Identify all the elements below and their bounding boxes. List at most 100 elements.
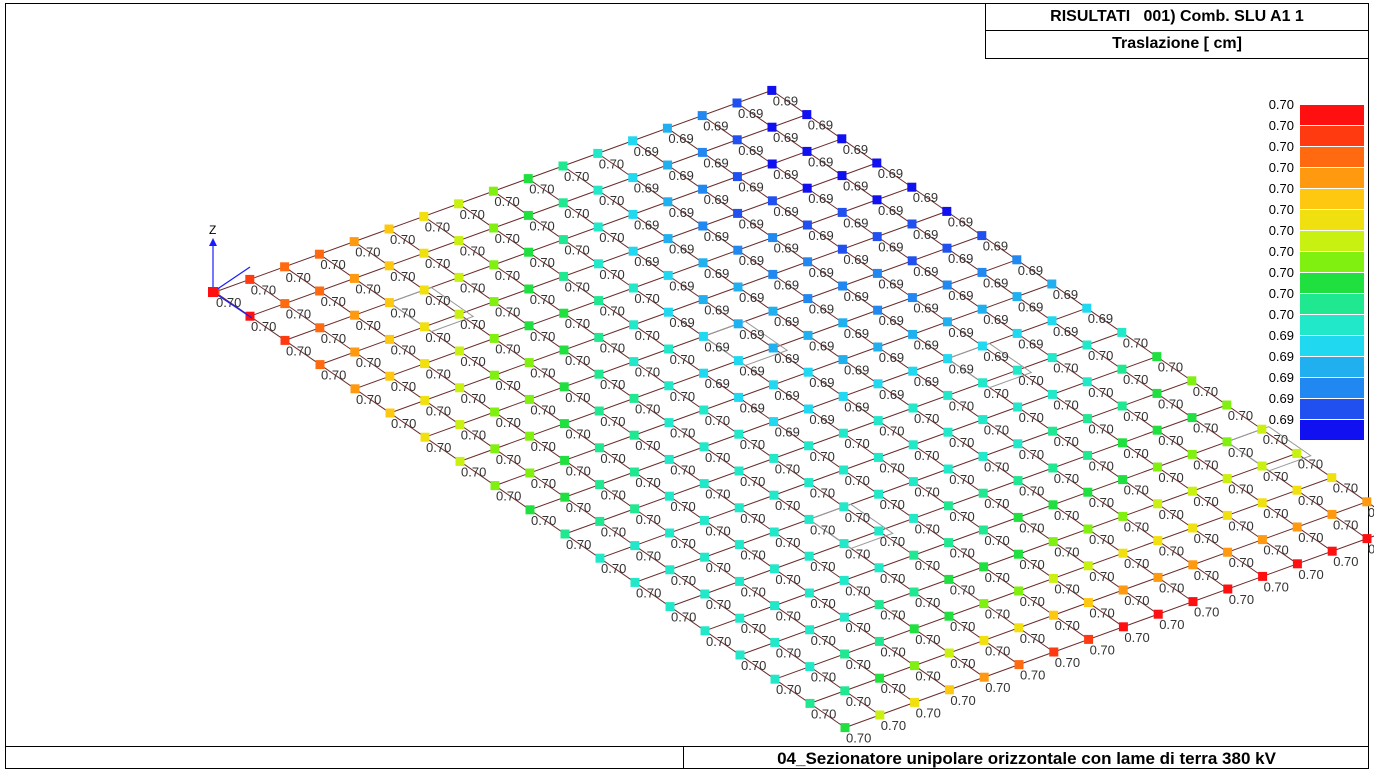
- node-value-label: 0.70: [600, 414, 625, 429]
- node-value-label: 0.70: [775, 498, 800, 513]
- node-value-label: 0.70: [425, 219, 450, 234]
- mesh-node: [629, 357, 639, 367]
- legend-swatch: [1300, 167, 1364, 188]
- node-value-label: 0.70: [601, 561, 626, 576]
- mesh-node: [1258, 571, 1268, 581]
- mesh-node: [663, 234, 673, 244]
- node-value-label: 0.70: [985, 680, 1010, 695]
- node-value-label: 0.70: [1124, 593, 1149, 608]
- mesh-node: [628, 173, 638, 183]
- mesh-node: [942, 280, 952, 290]
- mesh-node: [943, 390, 953, 400]
- mesh-node: [1012, 365, 1022, 375]
- mesh-node: [802, 110, 812, 120]
- node-value-label: 0.70: [984, 459, 1009, 474]
- mesh-node: [595, 516, 605, 526]
- node-value-label: 0.70: [881, 681, 906, 696]
- mesh-node: [733, 319, 743, 329]
- node-value-label: 0.70: [1124, 630, 1149, 645]
- node-value-label: 0.70: [705, 450, 730, 465]
- mesh-node: [1083, 450, 1093, 460]
- mesh-node: [1083, 561, 1093, 571]
- mesh-node: [769, 453, 779, 463]
- mesh-node: [1048, 573, 1058, 583]
- node-value-label: 0.69: [774, 314, 799, 329]
- node-value-label: 0.70: [461, 428, 486, 443]
- node-value-label: 0.69: [808, 191, 833, 206]
- node-value-label: 0.69: [948, 214, 973, 229]
- mesh-node: [489, 260, 499, 270]
- mesh-node: [840, 686, 850, 696]
- mesh-node: [489, 333, 499, 343]
- node-value-label: 0.70: [600, 304, 625, 319]
- legend-swatch: [1300, 335, 1364, 356]
- node-value-label: 0.70: [880, 571, 905, 586]
- legend-swatch: [1300, 251, 1364, 272]
- node-value-label: 0.70: [1263, 506, 1288, 521]
- node-value-label: 0.70: [984, 533, 1009, 548]
- node-value-label: 0.70: [495, 378, 520, 393]
- mesh-node: [943, 354, 953, 364]
- node-value-label: 0.70: [740, 511, 765, 526]
- node-value-label: 0.69: [634, 254, 659, 269]
- mesh-node: [732, 98, 742, 108]
- node-value-label: 0.70: [1020, 594, 1045, 609]
- result-title: RISULTATI 001) Comb. SLU A1 1: [985, 3, 1369, 31]
- node-value-label: 0.70: [1088, 348, 1113, 363]
- node-value-label: 0.70: [775, 461, 800, 476]
- mesh-node: [1047, 316, 1057, 326]
- node-value-label: 0.70: [529, 218, 554, 233]
- mesh-node: [838, 391, 848, 401]
- node-value-label: 0.70: [670, 462, 695, 477]
- origin-node: [208, 287, 218, 297]
- node-value-label: 0.70: [599, 230, 624, 245]
- node-value-label: 0.70: [1298, 530, 1323, 545]
- mesh-node: [700, 552, 710, 562]
- node-value-label: 0.70: [391, 416, 416, 431]
- mesh-node: [769, 527, 779, 537]
- node-value-label: 0.70: [1194, 531, 1219, 546]
- mesh-node: [872, 158, 882, 168]
- node-value-label: 0.70: [636, 585, 661, 600]
- legend-label: 0.70: [1268, 181, 1294, 196]
- node-value-label: 0.70: [1124, 519, 1149, 534]
- mesh-node: [944, 538, 954, 548]
- mesh-node: [1152, 388, 1162, 398]
- y-axis: [212, 266, 251, 293]
- node-value-label: 0.70: [635, 328, 660, 343]
- mesh-node: [1117, 364, 1127, 374]
- mesh-node: [663, 270, 673, 280]
- node-value-label: 0.69: [739, 290, 764, 305]
- legend-label: 0.70: [1268, 244, 1294, 259]
- node-value-label: 0.69: [809, 302, 834, 317]
- legend-label: 0.70: [1268, 160, 1294, 175]
- mesh-node: [1013, 402, 1023, 412]
- mesh-node: [280, 299, 290, 309]
- mesh-node: [1012, 292, 1022, 302]
- mesh-node: [454, 309, 464, 319]
- mesh-node: [665, 602, 675, 612]
- mesh-node: [628, 283, 638, 293]
- mesh-node: [909, 587, 919, 597]
- mesh-node: [1013, 439, 1023, 449]
- node-value-label: 0.69: [808, 154, 833, 169]
- legend-label: 0.69: [1268, 391, 1294, 406]
- node-value-label: 0.70: [1193, 494, 1218, 509]
- node-value-label: 0.70: [1158, 470, 1183, 485]
- node-value-label: 0.69: [775, 425, 800, 440]
- legend-label: 0.70: [1268, 307, 1294, 322]
- node-value-label: 0.70: [1229, 555, 1254, 570]
- mesh-node: [1292, 522, 1302, 532]
- mesh-node: [1013, 549, 1023, 559]
- mesh-node: [488, 186, 498, 196]
- mesh-node: [315, 360, 325, 370]
- mesh-node: [384, 224, 394, 234]
- mesh-node: [665, 528, 675, 538]
- node-value-label: 0.70: [846, 731, 871, 746]
- mesh-node: [697, 147, 707, 157]
- node-value-label: 0.70: [811, 706, 836, 721]
- node-value-label: 0.70: [1263, 543, 1288, 558]
- node-value-label: 0.69: [738, 106, 763, 121]
- node-value-label: 0.70: [565, 390, 590, 405]
- mesh-node: [664, 381, 674, 391]
